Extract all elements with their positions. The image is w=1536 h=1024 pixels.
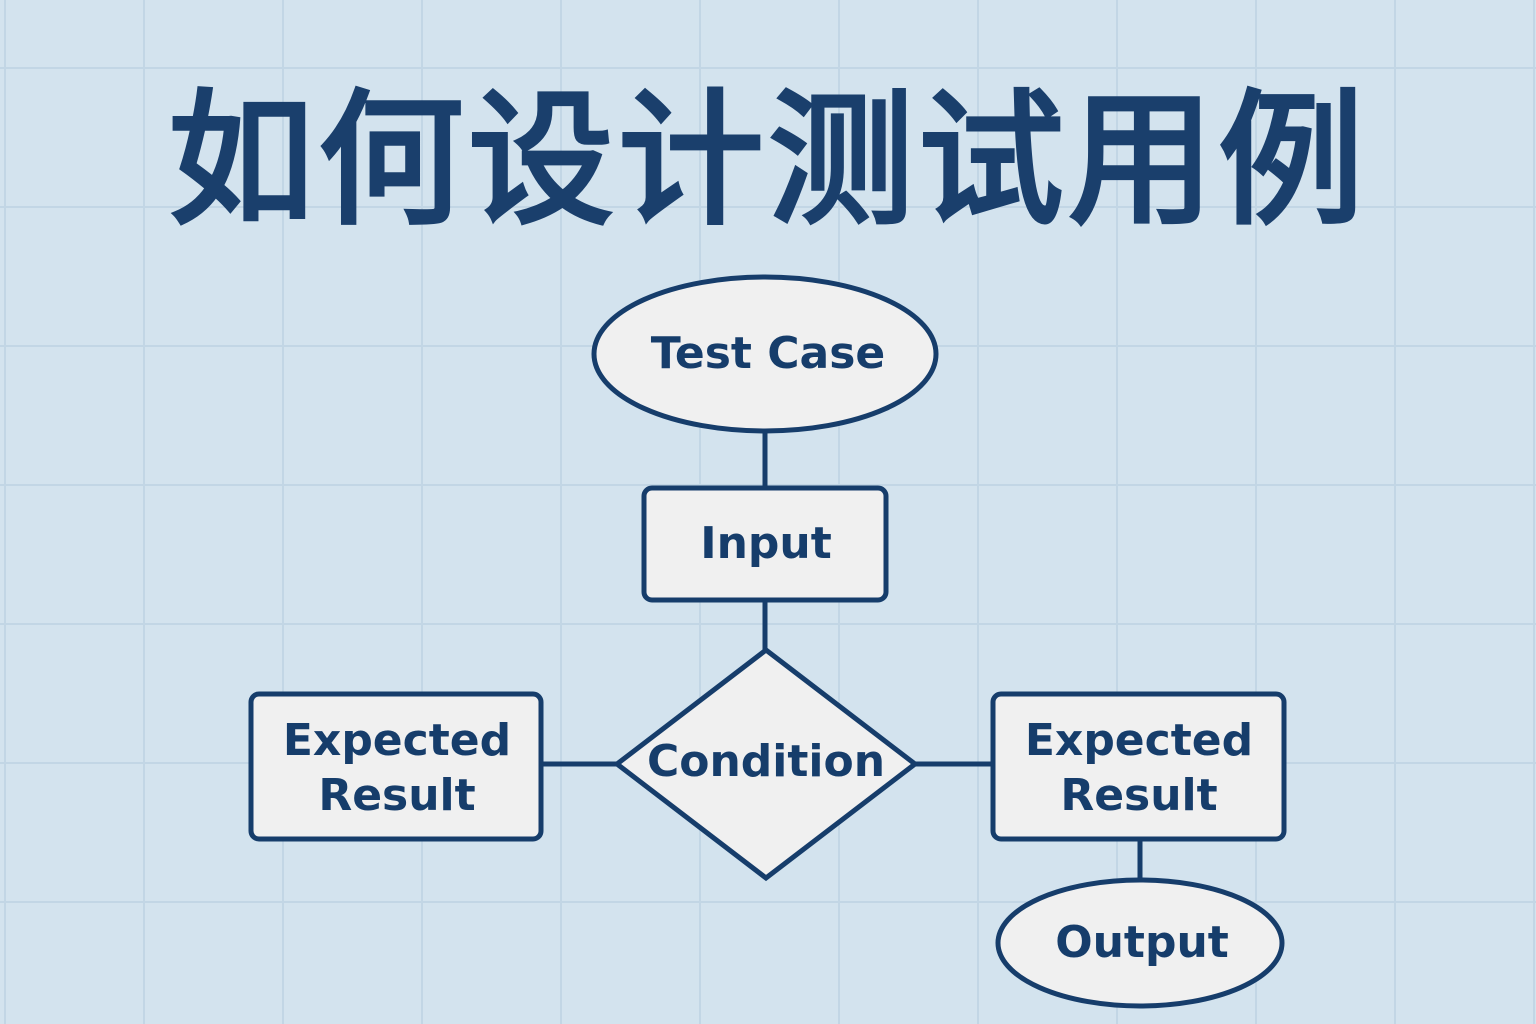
node-condition <box>612 646 920 882</box>
node-input <box>641 485 889 603</box>
label-output: Output <box>1055 917 1229 968</box>
node-expected-result-left <box>248 691 544 842</box>
node-expected-result-right <box>990 691 1287 842</box>
node-output <box>995 877 1285 1009</box>
label-input: Input <box>700 518 832 569</box>
label-expected-right-1: Expected <box>1025 715 1253 766</box>
label-test-case: Test Case <box>651 328 886 379</box>
node-test-case <box>591 274 939 434</box>
page-title: 如何设计测试用例 <box>168 76 1368 246</box>
label-expected-left-1: Expected <box>283 715 511 766</box>
label-expected-left-2: Result <box>318 770 475 821</box>
label-condition: Condition <box>647 736 885 787</box>
label-expected-right-2: Result <box>1060 770 1217 821</box>
connectors <box>541 430 1143 880</box>
